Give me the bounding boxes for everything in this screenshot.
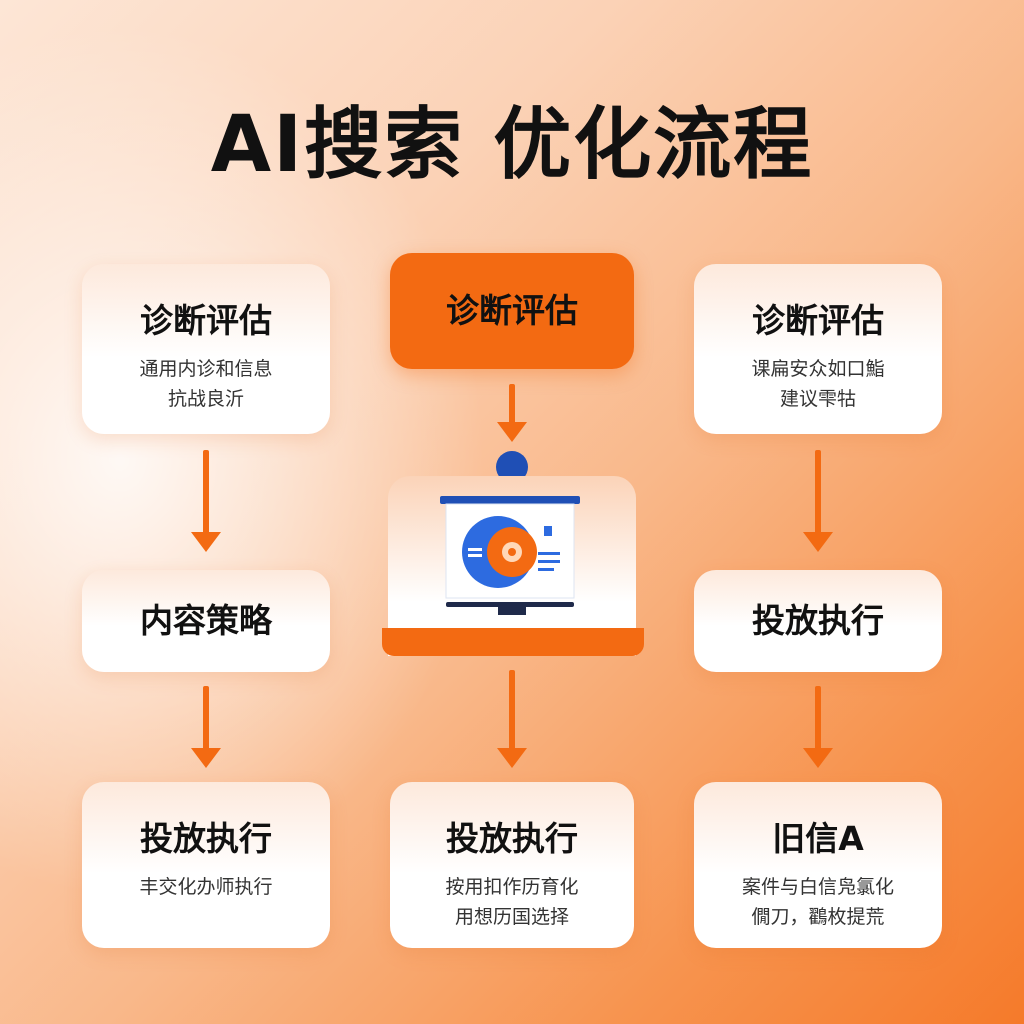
right-card-execution-title: 投放执行 — [752, 601, 884, 640]
desc-line: 建议雫牯 — [779, 388, 856, 410]
left-card-content-strategy: 内容策略 — [82, 570, 330, 672]
arrow-down-icon — [803, 450, 833, 552]
desc-line: 按用扣作历育化 — [445, 876, 579, 898]
right-card-diagnosis: 诊断评估 课扁安众如口鮨 建议雫牯 — [694, 264, 942, 434]
desc-line: 抗战良沂 — [167, 388, 244, 410]
center-card-execution: 投放执行 按用扣作历育化 用想历国选择 — [390, 782, 634, 948]
desc-line: 僩刀，鸐枚提荒 — [751, 906, 885, 928]
arrow-down-icon — [191, 450, 221, 552]
desc-line: 课扁安众如口鮨 — [751, 358, 885, 380]
center-card-diagnosis-title: 诊断评估 — [446, 291, 578, 330]
right-card-diagnosis-title: 诊断评估 — [752, 301, 884, 340]
arrow-down-icon — [803, 686, 833, 768]
arrow-down-icon — [497, 384, 527, 442]
left-card-execution-desc: 丰交化办师执行 — [82, 872, 330, 902]
monitor-base-bar — [382, 628, 644, 656]
left-card-execution-title: 投放执行 — [140, 819, 272, 858]
center-card-execution-title: 投放执行 — [446, 819, 578, 858]
desc-line: 用想历国选择 — [454, 906, 569, 928]
right-card-final-desc: 案件与白信凫氯化 僩刀，鸐枚提荒 — [694, 872, 942, 932]
right-card-final-title: 旧信A — [772, 819, 864, 858]
desc-line: 案件与白信凫氯化 — [741, 876, 894, 898]
arrow-down-icon — [497, 670, 527, 768]
center-card-execution-desc: 按用扣作历育化 用想历国选择 — [390, 872, 634, 932]
arrow-down-icon — [191, 686, 221, 768]
right-card-execution: 投放执行 — [694, 570, 942, 672]
desc-line: 通用内诊和信息 — [139, 358, 273, 380]
right-card-diagnosis-desc: 课扁安众如口鮨 建议雫牯 — [694, 354, 942, 414]
desc-line: 丰交化办师执行 — [139, 876, 273, 898]
left-card-diagnosis-title: 诊断评估 — [140, 301, 272, 340]
left-card-content-strategy-title: 内容策略 — [140, 601, 272, 640]
left-card-diagnosis: 诊断评估 通用内诊和信息 抗战良沂 — [82, 264, 330, 434]
page-title: AI搜索 优化流程 — [210, 100, 814, 190]
left-card-diagnosis-desc: 通用内诊和信息 抗战良沂 — [82, 354, 330, 414]
center-card-diagnosis: 诊断评估 — [390, 253, 634, 369]
right-card-final: 旧信A 案件与白信凫氯化 僩刀，鸐枚提荒 — [694, 782, 942, 948]
left-card-execution: 投放执行 丰交化办师执行 — [82, 782, 330, 948]
monitor-chart-icon — [440, 496, 580, 615]
